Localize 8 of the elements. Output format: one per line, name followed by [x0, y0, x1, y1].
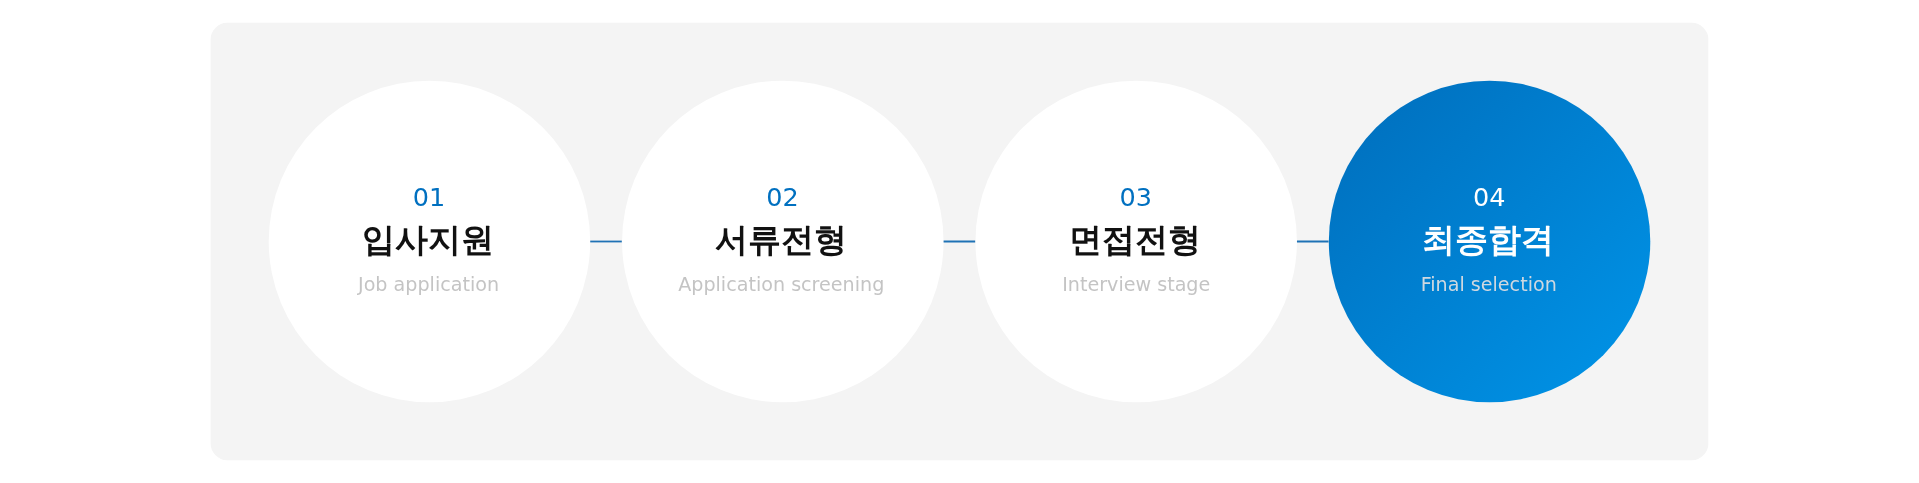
connector — [589, 240, 623, 243]
node-circle: 04 최종합격 Final selection — [1328, 80, 1651, 403]
node-circle: 01 입사지원 Job application — [268, 80, 591, 403]
connector — [942, 240, 977, 243]
node-circle: 03 면접전형 Interview stage — [975, 80, 1297, 403]
cluster — [210, 22, 1709, 461]
connector — [1296, 240, 1330, 243]
node-circle: 02 서류전형 Application screening — [622, 80, 944, 403]
